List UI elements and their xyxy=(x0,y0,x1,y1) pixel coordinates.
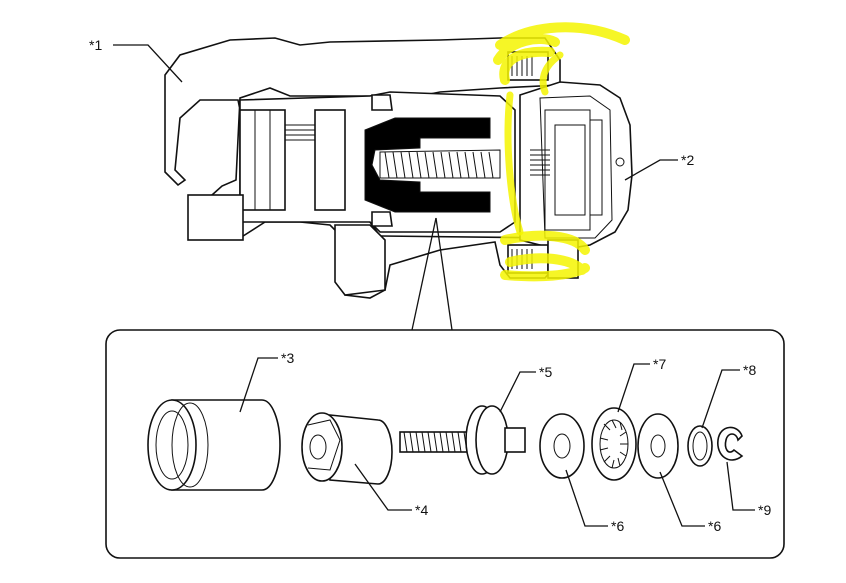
piston-cup xyxy=(147,399,281,491)
callout-2: *2 xyxy=(681,152,694,168)
highlight-marks xyxy=(493,22,630,282)
seal-bottom xyxy=(371,211,393,227)
leader-9 xyxy=(726,461,755,511)
highlight-bottom xyxy=(500,230,590,282)
leader-6a xyxy=(565,469,608,527)
highlight-top xyxy=(493,22,630,85)
spindle-nut xyxy=(301,412,393,485)
highlight-curve xyxy=(504,51,564,236)
caliper-assembly xyxy=(164,37,633,299)
callout-8: *8 xyxy=(743,362,756,378)
gear-stack xyxy=(530,109,625,231)
callout-labels: *1 *2 *3 *4 *5 *6 *7 *6 *8 *9 xyxy=(89,37,771,534)
callout-9: *9 xyxy=(758,502,771,518)
leader-6b xyxy=(659,471,705,527)
callout-3: *3 xyxy=(281,350,294,366)
o-ring xyxy=(687,425,713,467)
leader-lines xyxy=(113,44,755,527)
leader-4 xyxy=(354,463,412,511)
callout-6a: *6 xyxy=(611,518,624,534)
callout-1: *1 xyxy=(89,37,102,53)
motor-gear-unit xyxy=(519,81,633,251)
washer-right xyxy=(637,413,679,479)
leader-3 xyxy=(239,357,278,413)
e-clip xyxy=(717,426,744,461)
leader-8 xyxy=(701,369,740,429)
spindle-screw xyxy=(399,405,526,475)
leader-7 xyxy=(617,363,650,413)
seal-top xyxy=(371,94,393,111)
leader-5 xyxy=(499,371,536,413)
callout-6b: *6 xyxy=(708,518,721,534)
needle-bearing xyxy=(591,407,637,481)
detail-pointer xyxy=(411,217,453,331)
thread-marks xyxy=(384,151,494,179)
callout-5: *5 xyxy=(539,364,552,380)
brake-pad-bracket xyxy=(187,109,346,241)
spindle-thread xyxy=(379,149,501,179)
leader-1 xyxy=(113,44,183,83)
callout-4: *4 xyxy=(415,502,428,518)
callout-7: *7 xyxy=(653,356,666,372)
washer-left xyxy=(539,413,585,479)
lower-bracket xyxy=(334,224,386,296)
leader-2 xyxy=(624,159,678,181)
piston-section xyxy=(364,117,491,213)
